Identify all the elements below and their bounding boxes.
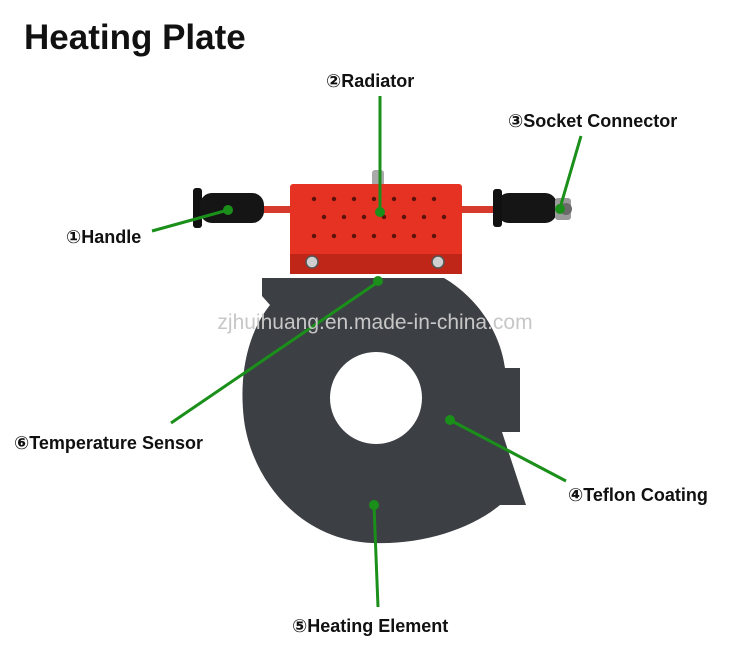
radiator-screw-right xyxy=(431,255,445,269)
radiator-vent-hole xyxy=(361,214,367,220)
handle-grip-right-cap xyxy=(493,189,502,227)
radiator-vent-hole xyxy=(421,214,427,220)
leader-dot-temperature-sensor xyxy=(373,276,383,286)
radiator-vent-hole xyxy=(331,233,337,239)
radiator-vent-holes xyxy=(311,196,447,239)
leader-line-heating-element xyxy=(372,504,380,608)
leader-line-socket-connector xyxy=(558,135,583,209)
radiator-vent-hole xyxy=(351,233,357,239)
radiator-vent-hole xyxy=(391,196,397,202)
leader-dot-heating-element xyxy=(369,500,379,510)
radiator-edge xyxy=(290,254,462,274)
label-teflon-coating: ④Teflon Coating xyxy=(568,485,708,505)
radiator-vent-hole xyxy=(411,196,417,202)
label-heating-element: ⑤Heating Element xyxy=(292,616,449,636)
radiator-vent-hole xyxy=(431,233,437,239)
label-handle: ①Handle xyxy=(66,227,142,247)
radiator-body xyxy=(290,184,462,274)
leader-line-teflon-coating xyxy=(449,418,567,483)
page-title: Heating Plate xyxy=(24,18,246,57)
radiator-vent-hole xyxy=(311,196,317,202)
radiator-vent-hole xyxy=(441,214,447,220)
label-temperature-sensor: ⑥Temperature Sensor xyxy=(14,433,203,453)
radiator-vent-hole xyxy=(431,196,437,202)
radiator-screw-left xyxy=(305,255,319,269)
watermark: zjhuihuang.en.made-in-china.com xyxy=(217,311,533,334)
label-radiator: ②Radiator xyxy=(326,71,415,91)
leader-dot-teflon-coating xyxy=(445,415,455,425)
radiator-vent-hole xyxy=(351,196,357,202)
leader-dot-radiator xyxy=(375,207,385,217)
leader-dot-socket-connector xyxy=(555,204,565,214)
label-socket-connector: ③Socket Connector xyxy=(508,111,678,131)
radiator-vent-hole xyxy=(371,196,377,202)
leader-line-handle xyxy=(151,208,229,233)
radiator-vent-hole xyxy=(411,233,417,239)
radiator-vent-hole xyxy=(321,214,327,220)
radiator-knob xyxy=(372,170,384,186)
leader-line-temperature-sensor xyxy=(170,280,379,425)
radiator-vent-hole xyxy=(371,233,377,239)
handle-grip-right xyxy=(497,193,557,223)
handle-rod-right xyxy=(458,206,506,213)
leader-dot-handle xyxy=(223,205,233,215)
radiator-vent-hole xyxy=(401,214,407,220)
radiator-vent-hole xyxy=(391,233,397,239)
radiator-vent-hole xyxy=(341,214,347,220)
heating-plate-disc xyxy=(242,278,527,544)
radiator-vent-hole xyxy=(331,196,337,202)
radiator-vent-hole xyxy=(311,233,317,239)
